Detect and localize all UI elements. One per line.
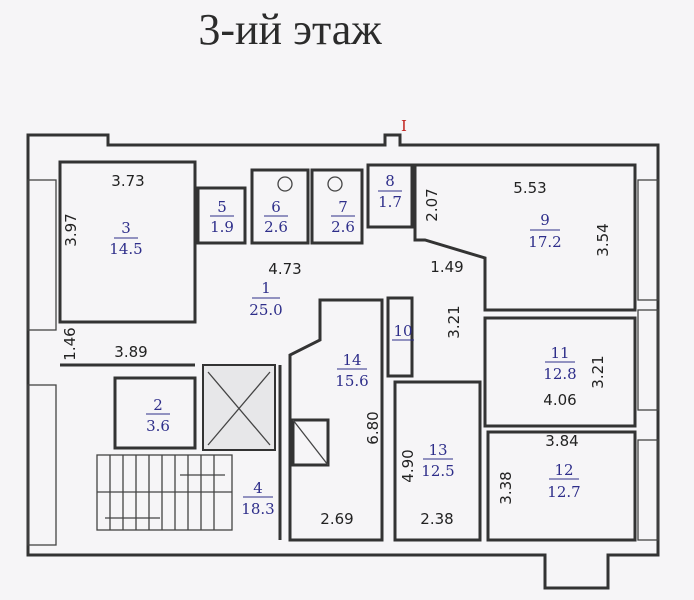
svg-text:1.9: 1.9 [210,218,234,236]
room-11-wall [483,316,637,428]
room-7-wall [310,168,364,245]
svg-text:3: 3 [121,219,131,237]
svg-text:17.2: 17.2 [528,233,561,251]
dim-4.06: 4.06 [543,391,576,409]
room-6-wall [250,168,310,245]
room-13-wall [393,380,482,542]
outer-wall [26,133,660,590]
room-label-3: 314.5 [109,219,142,258]
svg-text:12.8: 12.8 [543,365,576,383]
svg-text:3.6: 3.6 [146,417,170,435]
dim-3.54: 3.54 [594,223,612,256]
room-label-5: 51.9 [210,198,234,236]
room-9-wall [413,163,637,312]
svg-text:12: 12 [554,461,573,479]
dim-5.53: 5.53 [513,179,546,197]
dim-1.49: 1.49 [430,258,463,276]
svg-text:9: 9 [540,211,550,229]
toilet-6-icon [277,176,293,192]
elevator-cross-b [207,371,271,446]
dim-3.38: 3.38 [497,471,515,504]
toilet-7-icon [327,176,343,192]
svg-text:12.5: 12.5 [421,462,454,480]
window-right-3 [637,439,659,541]
svg-text:14: 14 [342,351,361,369]
svg-text:18.3: 18.3 [241,500,274,518]
room-2-wall [113,376,197,450]
dim-4.90: 4.90 [399,449,417,482]
room-label-13: 13 12.5 [421,441,454,480]
dim-1.46: 1.46 [61,327,79,360]
room-label-6: 62.6 [264,198,288,236]
window-left-2 [27,384,57,546]
dim-3.84: 3.84 [545,432,578,450]
elevator-14-cross [292,419,329,466]
dim-4.73: 4.73 [268,260,301,278]
svg-text:8: 8 [385,172,395,190]
window-left-1 [27,179,57,331]
room-3-wall [58,160,197,324]
window-right-1 [637,179,659,301]
room-label-10: 10 [392,322,414,341]
room-label-8: 81.7 [378,172,402,211]
svg-text:12.7: 12.7 [547,483,580,501]
entrance-marker: I [401,117,407,135]
stair-steps [109,455,215,530]
svg-text:7: 7 [338,198,348,216]
room-label-7: 72.6 [331,198,355,236]
svg-text:15.6: 15.6 [335,372,368,390]
room-label-12: 12 12.7 [547,461,580,501]
svg-text:1.7: 1.7 [378,193,402,211]
room-14-wall [288,298,384,542]
room-label-11: 11 12.8 [543,344,576,383]
dim-3.73: 3.73 [111,172,144,190]
svg-text:4: 4 [253,479,263,497]
svg-text:10: 10 [393,322,412,340]
svg-text:2.6: 2.6 [331,218,355,236]
dim-3.21-vertical: 3.21 [445,305,463,338]
svg-text:2: 2 [153,396,163,414]
room-8-wall [366,163,414,229]
svg-text:2.6: 2.6 [264,218,288,236]
dim-2.07: 2.07 [423,188,441,221]
dim-2.38: 2.38 [420,510,453,528]
room-label-1: 125.0 [249,279,282,319]
room-label-2: 23.6 [146,396,170,435]
dim-6.80: 6.80 [364,411,382,444]
dim-3.21-room11: 3.21 [589,355,607,388]
room-label-14: 14 15.6 [335,351,368,390]
svg-text:11: 11 [550,344,569,362]
room-label-9: 917.2 [528,211,561,251]
svg-text:5: 5 [217,198,227,216]
svg-text:13: 13 [428,441,447,459]
dim-3.89: 3.89 [114,343,147,361]
room-10-wall [386,296,414,378]
floor-title: 3-ий этаж [198,5,382,54]
svg-text:25.0: 25.0 [249,301,282,319]
elevator-14 [291,418,330,467]
svg-text:1: 1 [261,279,271,297]
svg-text:6: 6 [271,198,281,216]
svg-text:14.5: 14.5 [109,240,142,258]
dim-2.69: 2.69 [320,510,353,528]
room-label-4: 418.3 [241,479,274,518]
window-right-2 [637,309,659,411]
room-5-wall [196,186,247,245]
room-12-wall [486,430,637,542]
dim-3.97: 3.97 [62,213,80,246]
